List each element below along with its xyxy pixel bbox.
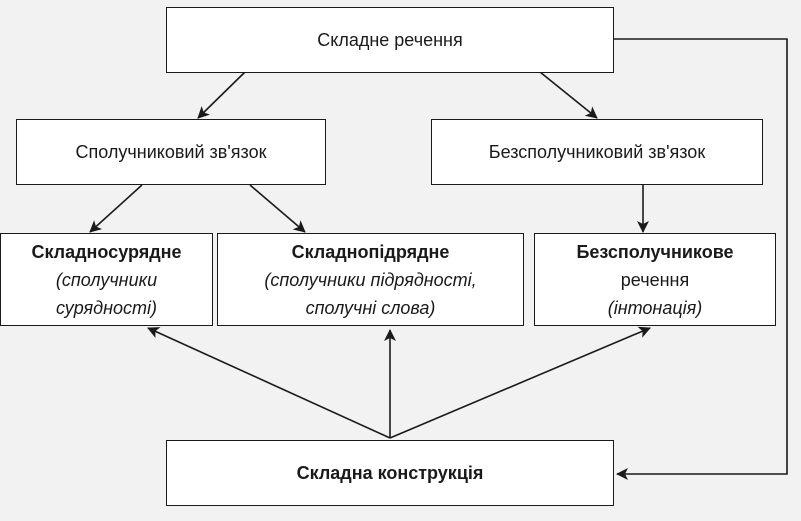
- complex-sentence-line2: сполучні слова): [305, 297, 436, 318]
- complex-sentence-box: Складнопідрядне (сполучники підрядності,…: [217, 233, 524, 326]
- nonconjunctive-link-label: Безсполучниковий зв'язок: [488, 142, 706, 162]
- root-label: Складне речення: [317, 30, 463, 50]
- compound-sentence-line1: (сполучники: [55, 269, 158, 290]
- asyndetic-sentence-title: Безсполучникове: [576, 241, 734, 262]
- arrow-root-to-conjunctive: [197, 71, 246, 119]
- complex-sentence-title: Складнопідрядне: [291, 241, 450, 262]
- complex-construction-box: Складна конструкція: [166, 440, 614, 506]
- arrow-root-to-nonconjunctive: [539, 71, 598, 119]
- compound-sentence-line2: сурядності): [55, 297, 158, 318]
- compound-sentence-box: Складносурядне (сполучники сурядності): [0, 233, 213, 326]
- arrow-conjunctive-to-compound: [89, 184, 143, 233]
- conjunctive-link-box: Сполучниковий зв'язок: [16, 119, 326, 185]
- arrow-construction-to-compound: [147, 327, 391, 439]
- conjunctive-link-label: Сполучниковий зв'язок: [75, 142, 267, 162]
- arrow-root-to-construction: [614, 38, 788, 480]
- asyndetic-sentence-line2: (інтонація): [607, 297, 703, 318]
- asyndetic-sentence-box: Безсполучникове речення (інтонація): [534, 233, 776, 326]
- nonconjunctive-link-box: Безсполучниковий зв'язок: [431, 119, 763, 185]
- compound-sentence-title: Складносурядне: [31, 241, 182, 262]
- complex-construction-label: Складна конструкція: [296, 463, 484, 483]
- asyndetic-sentence-line1: речення: [620, 269, 690, 290]
- root-box: Складне речення: [166, 7, 614, 73]
- arrow-construction-to-asyndetic: [389, 326, 651, 439]
- arrow-conjunctive-to-complex: [249, 184, 306, 233]
- complex-sentence-line1: (сполучники підрядності,: [264, 269, 477, 290]
